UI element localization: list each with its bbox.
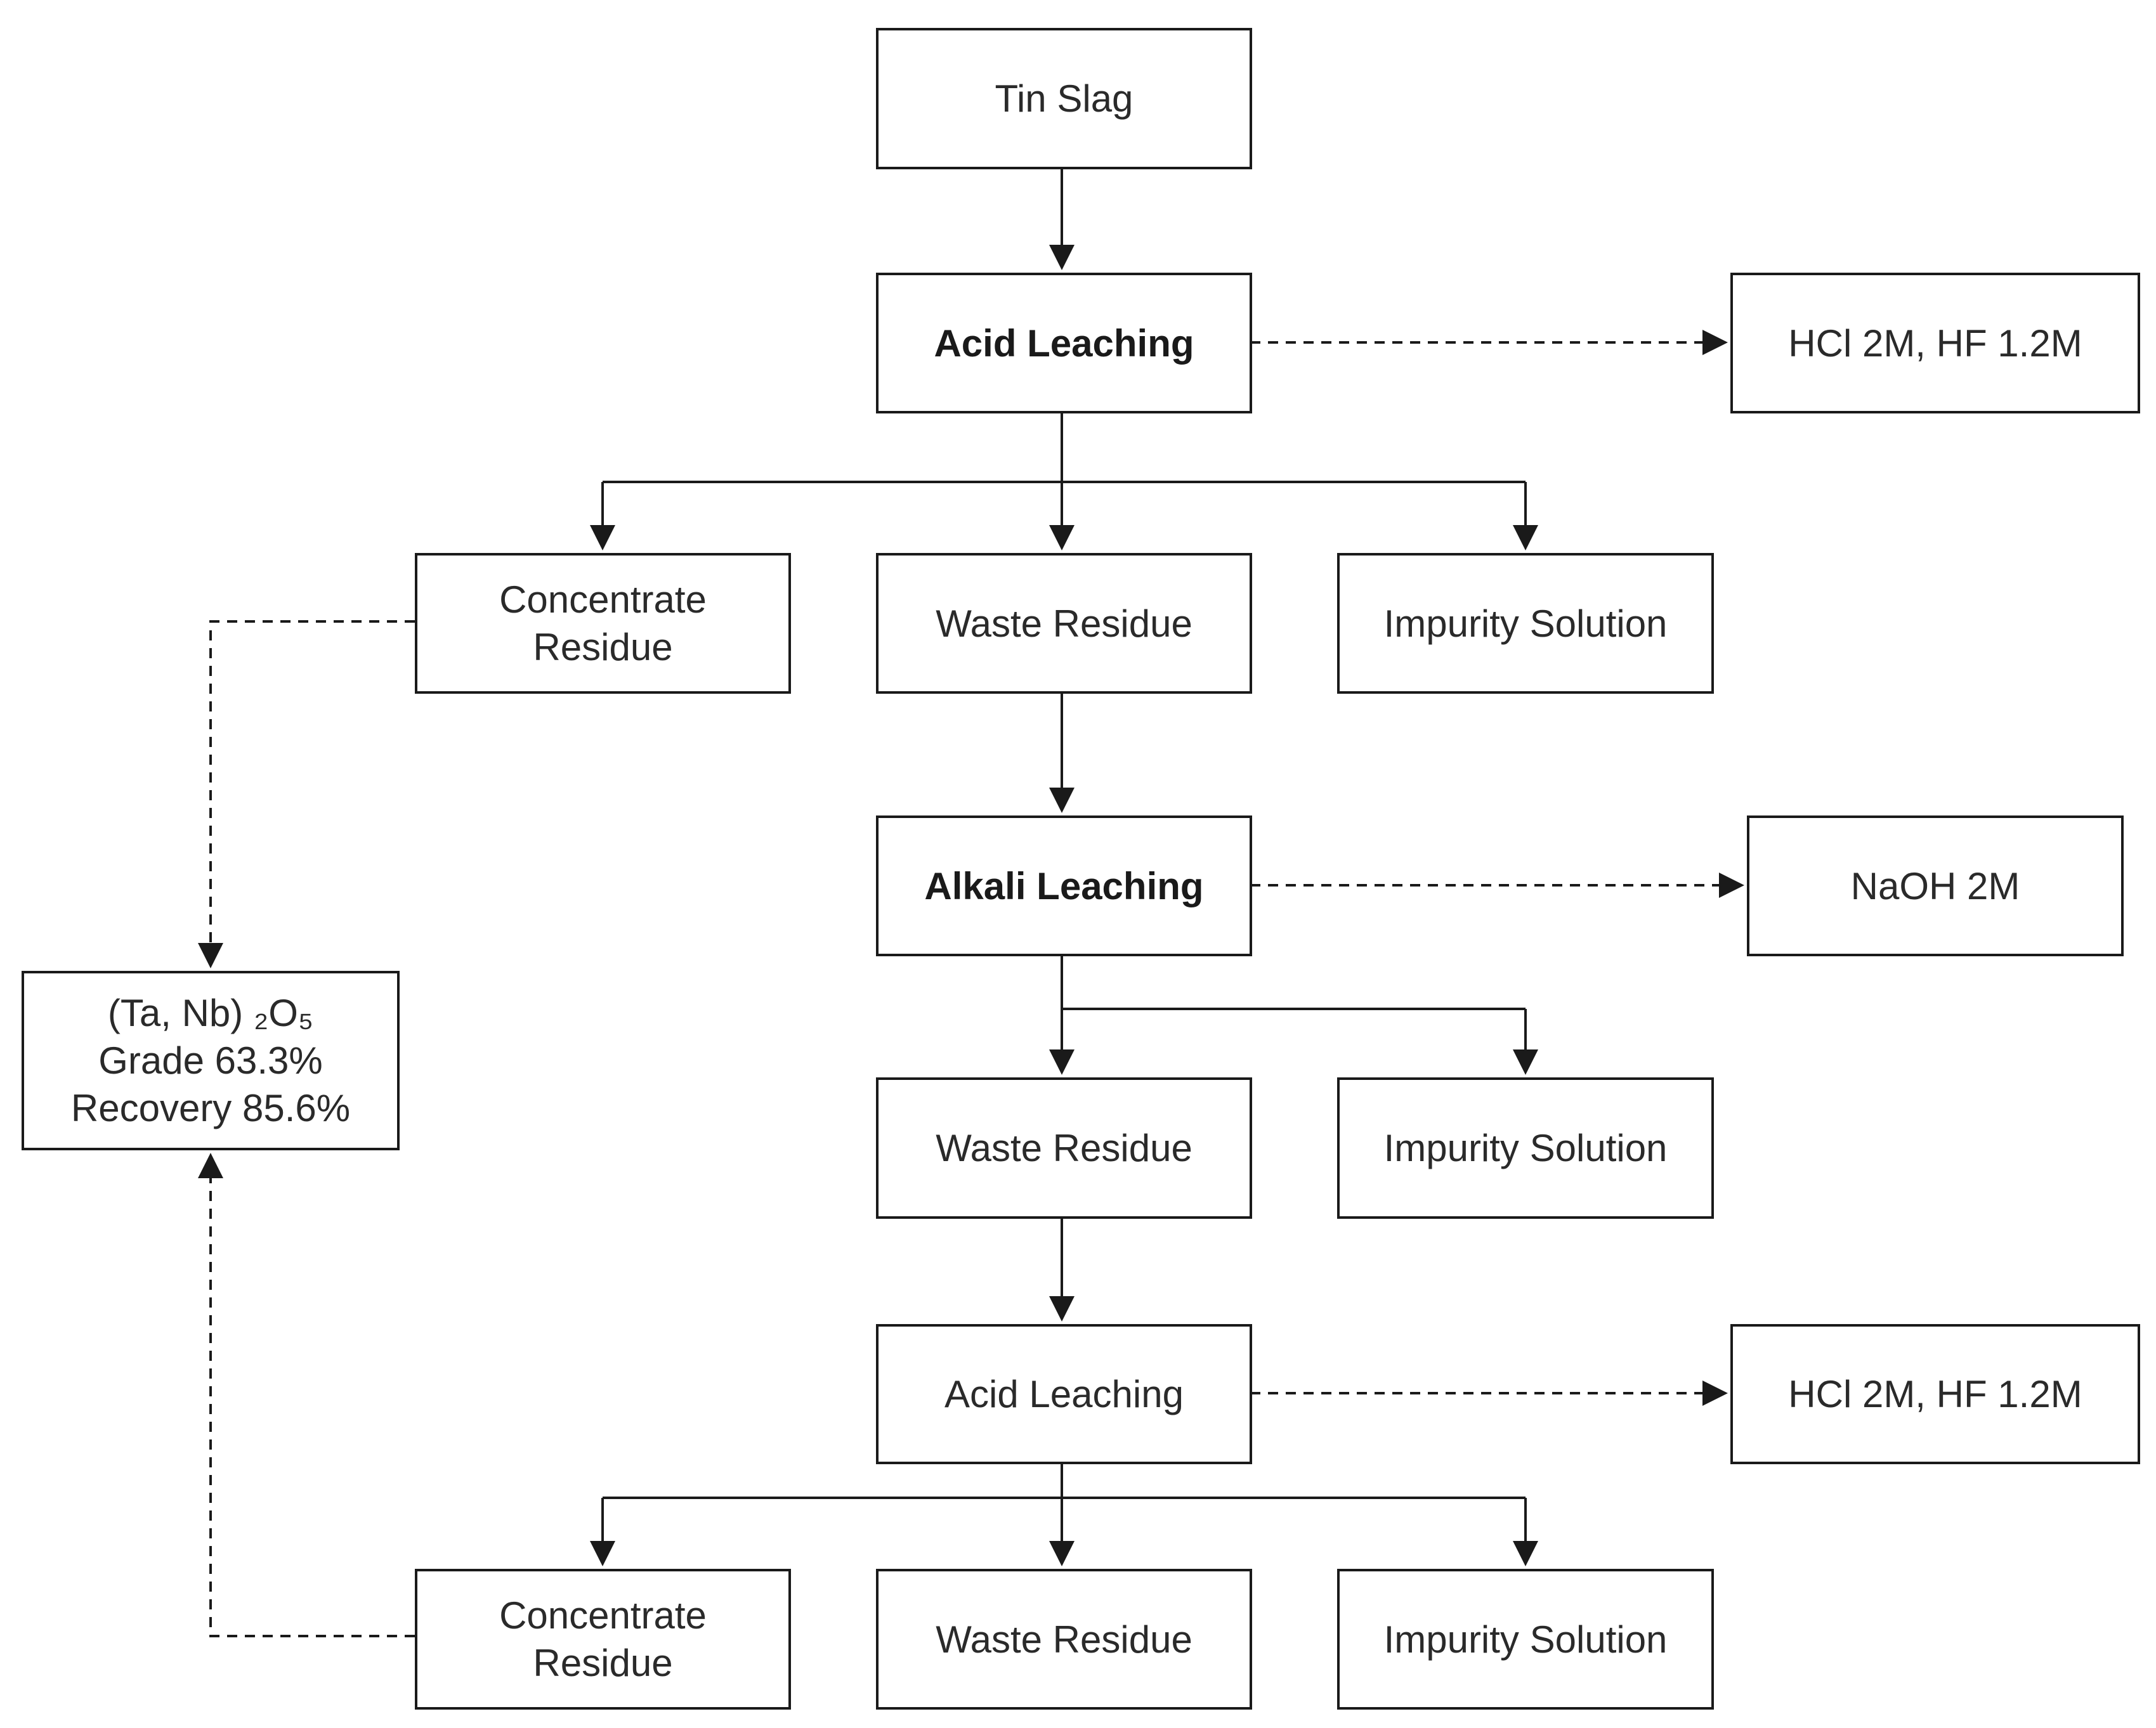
node-impurity-solution-2: Impurity Solution: [1337, 1077, 1714, 1219]
node-acid-leaching-2: Acid Leaching: [876, 1324, 1252, 1464]
node-tin-slag: Tin Slag: [876, 28, 1252, 169]
node-product-formula: (Ta, Nb) ₂O₅: [107, 992, 314, 1034]
node-concentrate-residue-1-line2: Residue: [533, 626, 673, 668]
node-tin-slag-label: Tin Slag: [995, 77, 1134, 120]
node-waste-residue-2-label: Waste Residue: [936, 1127, 1192, 1169]
node-product-recovery: Recovery 85.6%: [70, 1087, 351, 1129]
node-product-grade: Grade 63.3%: [98, 1039, 323, 1082]
node-acid-leaching-2-label: Acid Leaching: [944, 1373, 1184, 1415]
node-reagent-acid-1-label: HCl 2M, HF 1.2M: [1788, 322, 2082, 365]
node-product: (Ta, Nb) ₂O₅ Grade 63.3% Recovery 85.6%: [22, 971, 400, 1150]
node-impurity-solution-3-label: Impurity Solution: [1383, 1618, 1668, 1661]
node-waste-residue-3: Waste Residue: [876, 1569, 1252, 1710]
node-reagent-acid-2: HCl 2M, HF 1.2M: [1730, 1324, 2140, 1464]
node-alkali-leaching-label: Alkali Leaching: [924, 864, 1204, 907]
node-impurity-solution-2-label: Impurity Solution: [1383, 1127, 1668, 1169]
node-waste-residue-1: Waste Residue: [876, 553, 1252, 694]
node-concentrate-residue-2-line2: Residue: [533, 1642, 673, 1684]
node-impurity-solution-1: Impurity Solution: [1337, 553, 1714, 694]
node-waste-residue-3-label: Waste Residue: [936, 1618, 1192, 1661]
node-reagent-alkali: NaOH 2M: [1747, 815, 2124, 956]
node-waste-residue-2: Waste Residue: [876, 1077, 1252, 1219]
node-concentrate-residue-1: Concentrate Residue: [415, 553, 791, 694]
edge-concentrate-residue-2-to-product: [198, 1153, 415, 1637]
node-impurity-solution-3: Impurity Solution: [1337, 1569, 1714, 1710]
node-concentrate-residue-2-line1: Concentrate: [499, 1594, 707, 1637]
node-concentrate-residue-2: Concentrate Residue: [415, 1569, 791, 1710]
node-alkali-leaching: Alkali Leaching: [876, 815, 1252, 956]
node-acid-leaching-1: Acid Leaching: [876, 273, 1252, 413]
node-reagent-alkali-label: NaOH 2M: [1850, 864, 2020, 907]
edge-concentrate-residue-1-to-product: [198, 620, 415, 968]
node-concentrate-residue-1-line1: Concentrate: [499, 578, 707, 621]
node-impurity-solution-1-label: Impurity Solution: [1383, 602, 1668, 645]
node-waste-residue-1-label: Waste Residue: [936, 602, 1192, 645]
node-reagent-acid-1: HCl 2M, HF 1.2M: [1730, 273, 2140, 413]
node-acid-leaching-1-label: Acid Leaching: [934, 322, 1194, 365]
node-reagent-acid-2-label: HCl 2M, HF 1.2M: [1788, 1373, 2082, 1415]
